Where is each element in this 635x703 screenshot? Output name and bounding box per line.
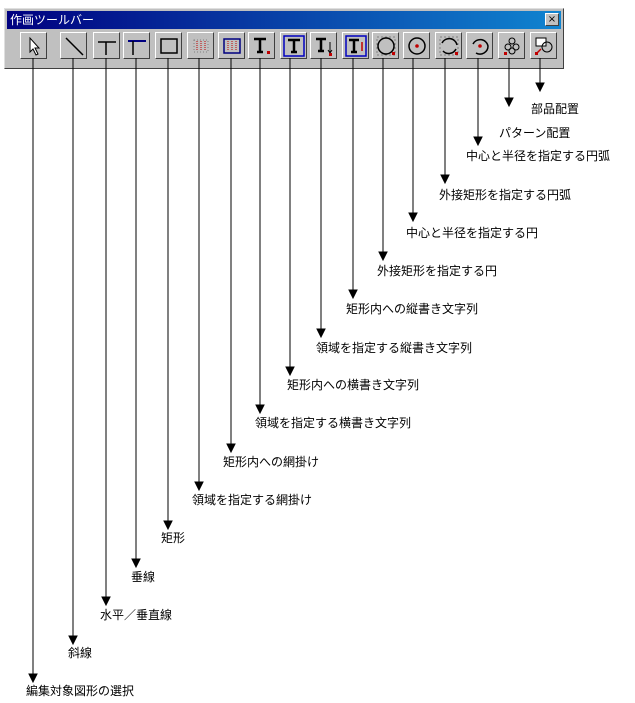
horizontal-vertical-line-icon (98, 41, 116, 55)
label-rectangle: 矩形 (161, 531, 186, 545)
label-hatch-in-rect: 矩形内への網掛け (223, 455, 320, 469)
label-horizontal-text-in-rect: 矩形内への横書き文字列 (287, 378, 420, 392)
label-circle-bounding-rect: 外接矩形を指定する円 (377, 264, 498, 278)
diagonal-line-icon (65, 37, 84, 56)
label-arc-center-radius: 中心と半径を指定する円弧 (466, 149, 611, 163)
pattern-placement-icon (504, 37, 520, 55)
label-hatch-region: 領域を指定する網掛け (192, 493, 313, 507)
close-button[interactable]: × (545, 13, 559, 26)
label-vertical-text-in-rect: 矩形内への縦書き文字列 (346, 302, 479, 316)
vertical-text-in-rect-icon (345, 35, 367, 57)
vertical-text-region-icon (316, 37, 333, 56)
circle-center-radius-button[interactable] (403, 32, 430, 59)
label-pattern-placement: パターン配置 (499, 126, 571, 140)
arc-bounding-rect-button[interactable] (435, 32, 462, 59)
horizontal-text-in-rect-button[interactable] (280, 32, 307, 59)
select-tool-button[interactable] (20, 32, 47, 59)
close-icon: × (547, 14, 557, 25)
diagonal-line-button[interactable] (60, 32, 87, 59)
perpendicular-line-icon (128, 40, 146, 55)
arc-center-radius-button[interactable] (466, 32, 493, 59)
label-horizontal-vertical-line: 水平／垂直線 (100, 608, 173, 622)
rectangle-icon (160, 38, 178, 54)
window-title: 作画ツールバー (10, 13, 95, 27)
circle-bounding-rect-icon (376, 36, 396, 56)
select-arrow-icon (29, 36, 41, 56)
title-bar[interactable]: 作画ツールバー × (7, 11, 561, 29)
label-select: 編集対象図形の選択 (26, 684, 135, 698)
label-diagonal-line: 斜線 (68, 646, 93, 660)
label-horizontal-text-region: 領域を指定する横書き文字列 (255, 416, 412, 430)
label-vertical-text-region: 領域を指定する縦書き文字列 (316, 341, 473, 355)
part-placement-icon (535, 37, 553, 55)
pattern-placement-button[interactable] (498, 32, 525, 59)
label-perpendicular-line: 垂線 (131, 570, 156, 584)
hatch-region-button[interactable] (187, 32, 214, 59)
hatch-in-rect-icon (223, 38, 241, 54)
circle-center-radius-icon (408, 37, 426, 55)
label-arc-bounding-rect: 外接矩形を指定する円弧 (439, 188, 572, 202)
drawing-toolbar-window: 作画ツールバー × (4, 8, 564, 69)
horizontal-text-region-button[interactable] (248, 32, 275, 59)
arc-bounding-rect-icon (439, 36, 459, 56)
part-placement-button[interactable] (530, 32, 557, 59)
vertical-text-region-button[interactable] (310, 32, 337, 59)
horizontal-text-region-icon (254, 37, 270, 54)
horizontal-text-in-rect-icon (283, 35, 305, 57)
hatch-region-icon (193, 39, 209, 53)
vertical-text-in-rect-button[interactable] (342, 32, 369, 59)
label-part-placement: 部品配置 (531, 102, 580, 116)
circle-bounding-rect-button[interactable] (372, 32, 399, 59)
label-circle-center-radius: 中心と半径を指定する円 (406, 226, 539, 240)
arc-center-radius-icon (472, 38, 489, 55)
